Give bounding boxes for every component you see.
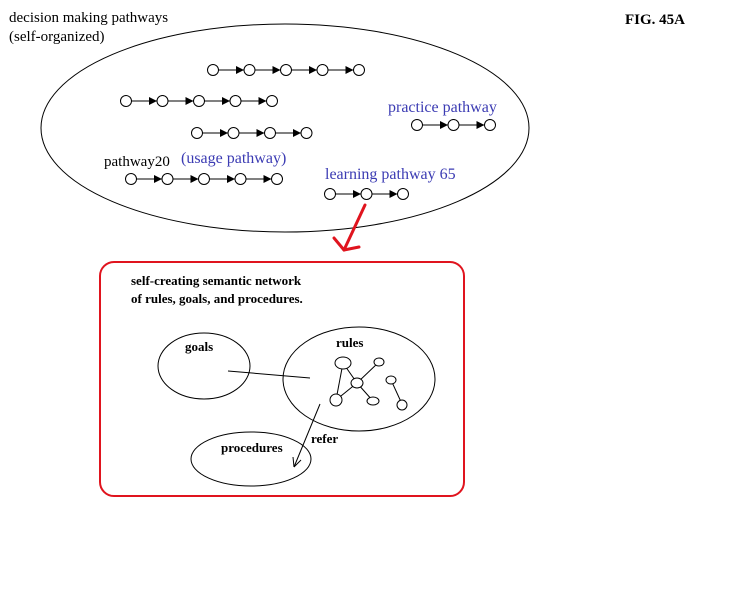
goals-label: goals xyxy=(185,339,213,354)
network-title-line1: self-creating semantic network xyxy=(131,273,302,288)
pathway-node xyxy=(207,64,219,76)
network-title-line2: of rules, goals, and procedures. xyxy=(131,291,303,306)
pathway-node xyxy=(316,64,329,76)
pathway-node xyxy=(324,188,336,200)
pathway-node xyxy=(280,64,292,76)
pathway-node xyxy=(193,95,205,107)
rules-ellipse xyxy=(282,326,436,432)
pathway-chain-top xyxy=(207,64,365,76)
pathway-node xyxy=(243,64,256,76)
pathway-chain-3 xyxy=(191,127,313,139)
network-box xyxy=(99,261,465,497)
usage-pathway-label: (usage pathway) xyxy=(181,150,286,167)
pathway-node xyxy=(266,95,278,107)
pathway-node xyxy=(125,173,137,185)
pathway-chain-practice xyxy=(411,119,496,131)
pathway-node xyxy=(120,95,132,107)
pathway-node xyxy=(198,173,210,185)
rule-node xyxy=(396,399,408,411)
procedures-ellipse xyxy=(190,431,312,487)
pathway-node xyxy=(227,127,240,139)
pathway20-label: pathway20 xyxy=(104,154,170,170)
pathway-node xyxy=(161,173,174,185)
pathway-node xyxy=(156,95,169,107)
pathway-node xyxy=(271,173,283,185)
pathway-chain-learning xyxy=(324,188,409,200)
pathway-chain-2 xyxy=(120,95,278,107)
rule-node xyxy=(334,356,352,370)
pathway-node xyxy=(300,127,313,139)
procedures-label: procedures xyxy=(221,440,283,455)
practice-pathway-label: practice pathway xyxy=(388,99,497,116)
connector-arrow xyxy=(332,203,367,252)
refer-arrow xyxy=(292,403,321,468)
rules-network xyxy=(329,356,408,411)
rule-node xyxy=(385,375,397,385)
pathway-node xyxy=(411,119,423,131)
pathway-node xyxy=(397,188,409,200)
learning-pathway-label: learning pathway 65 xyxy=(325,166,456,183)
rule-node xyxy=(373,357,385,367)
pathway-node xyxy=(234,173,247,185)
pathway-node xyxy=(360,188,373,200)
rules-label: rules xyxy=(336,335,363,350)
pathway-node xyxy=(229,95,242,107)
pathway-node xyxy=(264,127,276,139)
goals-ellipse xyxy=(157,332,251,400)
rule-node xyxy=(350,377,364,389)
figure-label: FIG. 45A xyxy=(625,12,685,28)
pathway-layer xyxy=(120,64,496,200)
pathway-node xyxy=(484,119,496,131)
pathways-title-line1: decision making pathways xyxy=(9,10,168,26)
rule-node xyxy=(329,393,343,407)
goals-rules-link xyxy=(227,370,311,379)
rule-node xyxy=(366,396,380,406)
refer-label: refer xyxy=(311,431,338,446)
pathway-chain-usage xyxy=(125,173,283,185)
pathways-title-line2: (self-organized) xyxy=(9,29,105,45)
pathways-ellipse xyxy=(40,23,530,233)
pathway-node xyxy=(353,64,365,76)
pathway-node xyxy=(447,119,460,131)
pathway-node xyxy=(191,127,203,139)
